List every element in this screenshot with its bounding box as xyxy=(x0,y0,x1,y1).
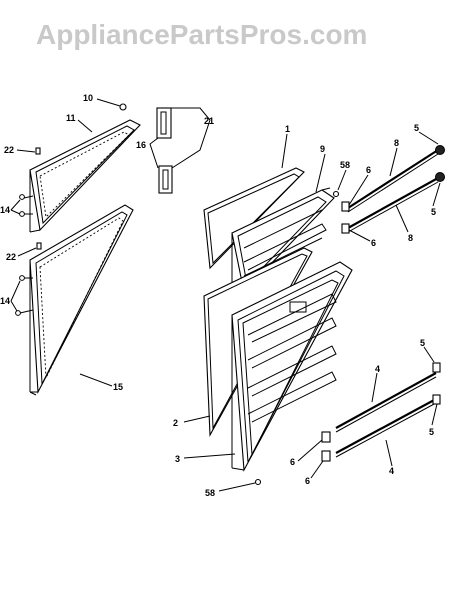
door-screw-top xyxy=(332,190,340,198)
door-hinges xyxy=(156,107,173,194)
callout-22-bottom: 22 xyxy=(6,252,16,262)
freezer-shelf-bars xyxy=(341,149,439,234)
callout-1: 1 xyxy=(285,124,290,134)
callout-5-top: 5 xyxy=(414,123,419,133)
callout-14-top: 14 xyxy=(0,205,10,215)
callout-4-top: 4 xyxy=(375,364,380,374)
fresh-food-door-assembly xyxy=(231,261,353,472)
callout-15: 15 xyxy=(113,382,123,392)
freezer-door-liner xyxy=(203,167,305,270)
callout-5-right: 5 xyxy=(431,207,436,217)
fresh-food-bar-end-caps xyxy=(432,362,441,405)
callout-58-bottom: 58 xyxy=(205,488,215,498)
callout-22-top: 22 xyxy=(4,145,14,155)
fresh-food-shelf-bars xyxy=(321,372,437,462)
callout-8-lower: 8 xyxy=(408,233,413,243)
callout-16: 16 xyxy=(136,140,146,150)
callout-11: 11 xyxy=(66,113,76,123)
callout-6-lower: 6 xyxy=(290,457,295,467)
callout-5-lower-right: 5 xyxy=(429,427,434,437)
callout-6-mid: 6 xyxy=(371,238,376,248)
callout-labels: 10 11 22 14 22 14 15 21 16 1 9 58 6 8 5 … xyxy=(0,93,436,498)
callout-6-top: 6 xyxy=(366,165,371,175)
callout-58-top: 58 xyxy=(340,160,350,170)
freezer-door-inner-shelves xyxy=(231,187,335,294)
callout-3: 3 xyxy=(175,454,180,464)
watermark-text: AppliancePartsPros.com xyxy=(36,19,367,50)
callout-5-lower-top: 5 xyxy=(420,338,425,348)
callout-14-bottom: 14 xyxy=(0,296,10,306)
freezer-door-gasket xyxy=(29,119,141,233)
door-screw xyxy=(254,478,262,486)
callout-2: 2 xyxy=(173,418,178,428)
callout-4-bottom: 4 xyxy=(389,466,394,476)
freezer-bar-end-caps xyxy=(435,145,445,182)
callout-6-bottom: 6 xyxy=(305,476,310,486)
callout-9: 9 xyxy=(320,144,325,154)
callout-21: 21 xyxy=(204,116,214,126)
gasket-corner-cap xyxy=(119,103,127,111)
callout-8-top: 8 xyxy=(394,138,399,148)
callout-10: 10 xyxy=(83,93,93,103)
fresh-food-hardware xyxy=(15,242,42,316)
fresh-food-door-gasket xyxy=(29,204,134,396)
leader-lines xyxy=(10,98,441,492)
